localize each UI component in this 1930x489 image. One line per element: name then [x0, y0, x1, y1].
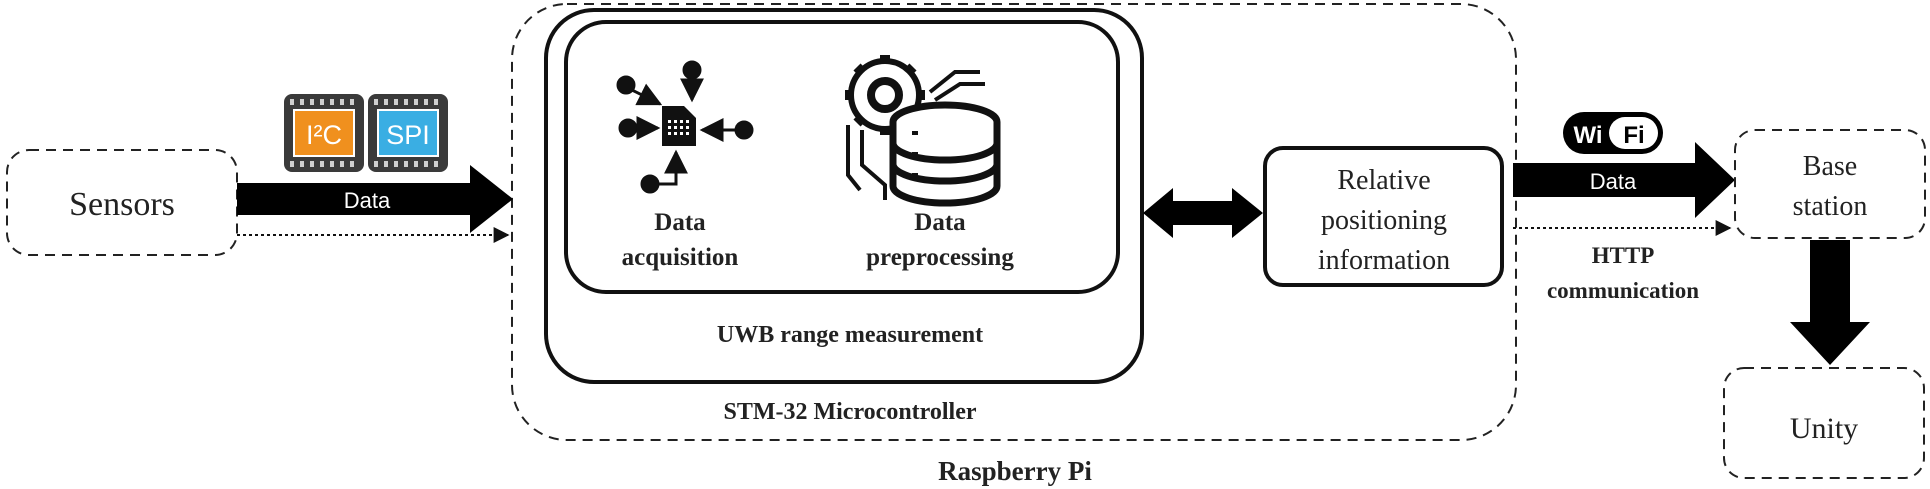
relative-line2: positioning	[1321, 205, 1447, 236]
spi-chip-icon	[368, 94, 448, 172]
bidirectional-arrow	[1143, 188, 1263, 238]
data-flow-icon	[616, 60, 754, 194]
data-processing-box	[564, 20, 1120, 294]
preprocessing-line2: preprocessing	[866, 244, 1014, 271]
unity-box	[1723, 367, 1925, 479]
acquisition-line1: Data	[654, 209, 706, 236]
relative-line1: Relative	[1337, 165, 1430, 196]
uwb-label: UWB range measurement	[717, 322, 983, 348]
wifi-data-label: Data	[1590, 169, 1637, 194]
sensor-data-label: Data	[344, 188, 391, 213]
wifi-left-label: Wi	[1573, 122, 1602, 149]
base-station-line1: Base	[1803, 151, 1857, 182]
stm32-label: STM-32 Microcontroller	[723, 399, 976, 425]
preprocessing-line1: Data	[914, 209, 966, 236]
spi-label: SPI	[386, 120, 430, 150]
raspberry-pi-container	[511, 3, 1517, 441]
sensor-data-arrow	[237, 165, 513, 233]
i2c-label: I²C	[306, 120, 342, 150]
http-line2: communication	[1547, 278, 1699, 303]
base-station-box	[1734, 129, 1926, 239]
acquisition-line2: acquisition	[622, 244, 739, 271]
unity-label: Unity	[1790, 412, 1858, 445]
wifi-logo-icon	[1563, 112, 1663, 154]
raspberry-pi-label: Raspberry Pi	[938, 456, 1092, 486]
i2c-chip-icon	[284, 94, 364, 172]
relative-line3: information	[1318, 245, 1450, 276]
stm32-container	[544, 8, 1144, 384]
base-station-line2: station	[1793, 191, 1868, 222]
http-line1: HTTP	[1592, 243, 1655, 268]
sensors-box	[6, 149, 238, 256]
wifi-right-label: Fi	[1623, 122, 1644, 149]
gear-database-icon	[845, 55, 1001, 207]
wifi-data-arrow	[1513, 142, 1735, 218]
sensors-label: Sensors	[69, 186, 175, 223]
relative-positioning-box	[1263, 146, 1504, 287]
base-to-unity-arrow	[1790, 240, 1870, 365]
